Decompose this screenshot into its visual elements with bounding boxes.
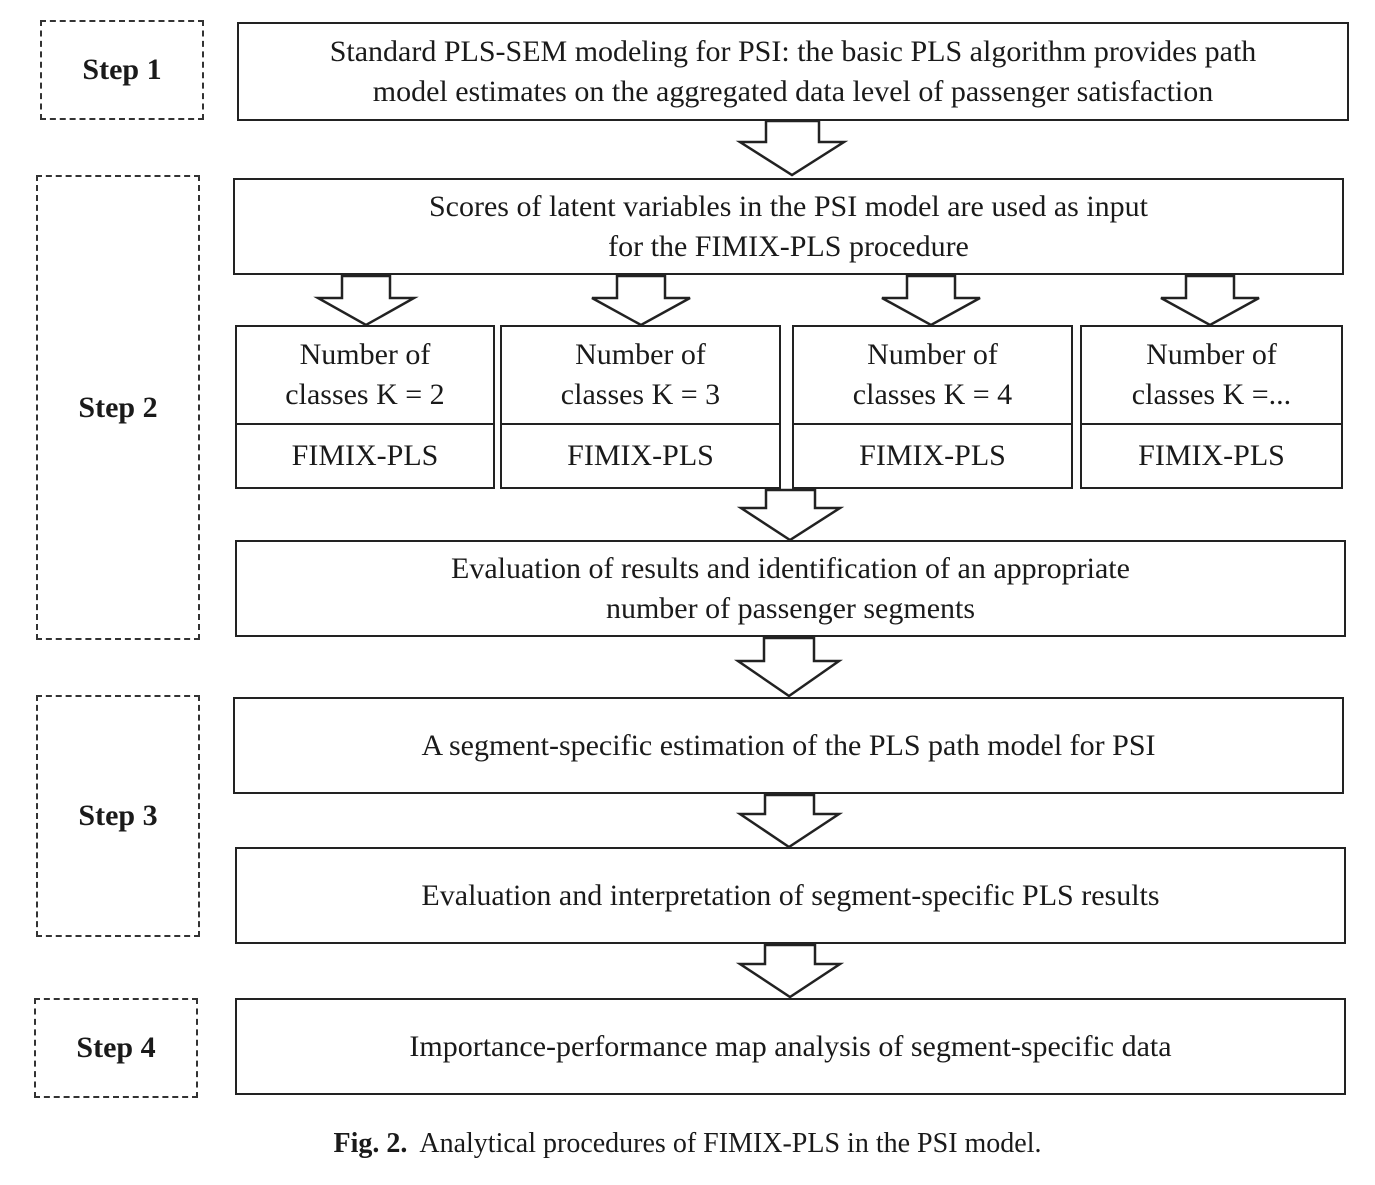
class-count-k4: Number of classes K = 4: [794, 327, 1071, 425]
pls-sem-modeling-box: Standard PLS-SEM modeling for PSI: the b…: [237, 22, 1349, 121]
class-count-line-2: classes K =...: [1131, 378, 1292, 411]
latent-scores-line-1: Scores of latent variables in the PSI mo…: [429, 189, 1148, 223]
step-3-label: Step 3: [36, 695, 200, 937]
latent-scores-box: Scores of latent variables in the PSI mo…: [233, 178, 1344, 275]
down-arrow-icon: [736, 488, 845, 542]
class-box-k4: Number of classes K = 4 FIMIX-PLS: [792, 325, 1073, 489]
figure-caption-text: Analytical procedures of FIMIX-PLS in th…: [419, 1128, 1042, 1159]
evaluation-results-line-2: number of passenger segments: [605, 591, 976, 625]
step-2-label: Step 2: [36, 175, 200, 640]
step-4-label: Step 4: [34, 998, 198, 1098]
fimix-pls-label: FIMIX-PLS: [291, 439, 439, 472]
class-box-k3: Number of classes K = 3 FIMIX-PLS: [500, 325, 781, 489]
class-count-k3: Number of classes K = 3: [502, 327, 779, 425]
pls-sem-line-2: model estimates on the aggregated data l…: [372, 74, 1214, 108]
class-count-line-1: Number of: [1146, 338, 1277, 371]
evaluation-results-line-1: Evaluation of results and identification…: [451, 551, 1130, 585]
down-arrow-icon: [591, 274, 691, 327]
pls-sem-line-1: Standard PLS-SEM modeling for PSI: the b…: [329, 34, 1257, 68]
class-box-kn: Number of classes K =... FIMIX-PLS: [1080, 325, 1343, 489]
interpretation-text: Evaluation and interpretation of segment…: [421, 878, 1160, 912]
down-arrow-icon: [1160, 274, 1260, 327]
down-arrow-icon: [313, 274, 419, 327]
fimix-pls-label: FIMIX-PLS: [567, 439, 714, 472]
segment-estimation-box: A segment-specific estimation of the PLS…: [233, 697, 1344, 794]
ipma-box: Importance-performance map analysis of s…: [235, 998, 1346, 1095]
class-count-line-2: classes K = 3: [560, 378, 721, 411]
class-count-k2: Number of classes K = 2: [237, 327, 493, 425]
class-count-kn: Number of classes K =...: [1082, 327, 1341, 425]
ipma-text: Importance-performance map analysis of s…: [409, 1029, 1172, 1063]
fimix-pls-label: FIMIX-PLS: [1138, 439, 1285, 472]
latent-scores-line-2: for the FIMIX-PLS procedure: [608, 229, 969, 263]
class-count-line-2: classes K = 2: [285, 378, 445, 411]
class-count-line-1: Number of: [575, 338, 706, 371]
down-arrow-icon: [881, 274, 981, 327]
interpretation-box: Evaluation and interpretation of segment…: [235, 847, 1346, 944]
down-arrow-icon: [735, 793, 844, 849]
step-1-label: Step 1: [40, 20, 204, 120]
class-count-line-2: classes K = 4: [852, 378, 1013, 411]
down-arrow-icon: [733, 636, 843, 698]
class-box-k2: Number of classes K = 2 FIMIX-PLS: [235, 325, 495, 489]
down-arrow-icon: [735, 943, 845, 999]
down-arrow-icon: [735, 119, 849, 177]
segment-estimation-text: A segment-specific estimation of the PLS…: [421, 728, 1156, 762]
class-count-line-1: Number of: [867, 338, 998, 371]
figure-label: Fig. 2.: [333, 1128, 408, 1159]
class-count-line-1: Number of: [299, 338, 431, 371]
fimix-pls-label: FIMIX-PLS: [859, 439, 1006, 472]
figure-caption: Fig. 2. Analytical procedures of FIMIX-PL…: [0, 1128, 1375, 1160]
evaluation-results-box: Evaluation of results and identification…: [235, 540, 1346, 637]
